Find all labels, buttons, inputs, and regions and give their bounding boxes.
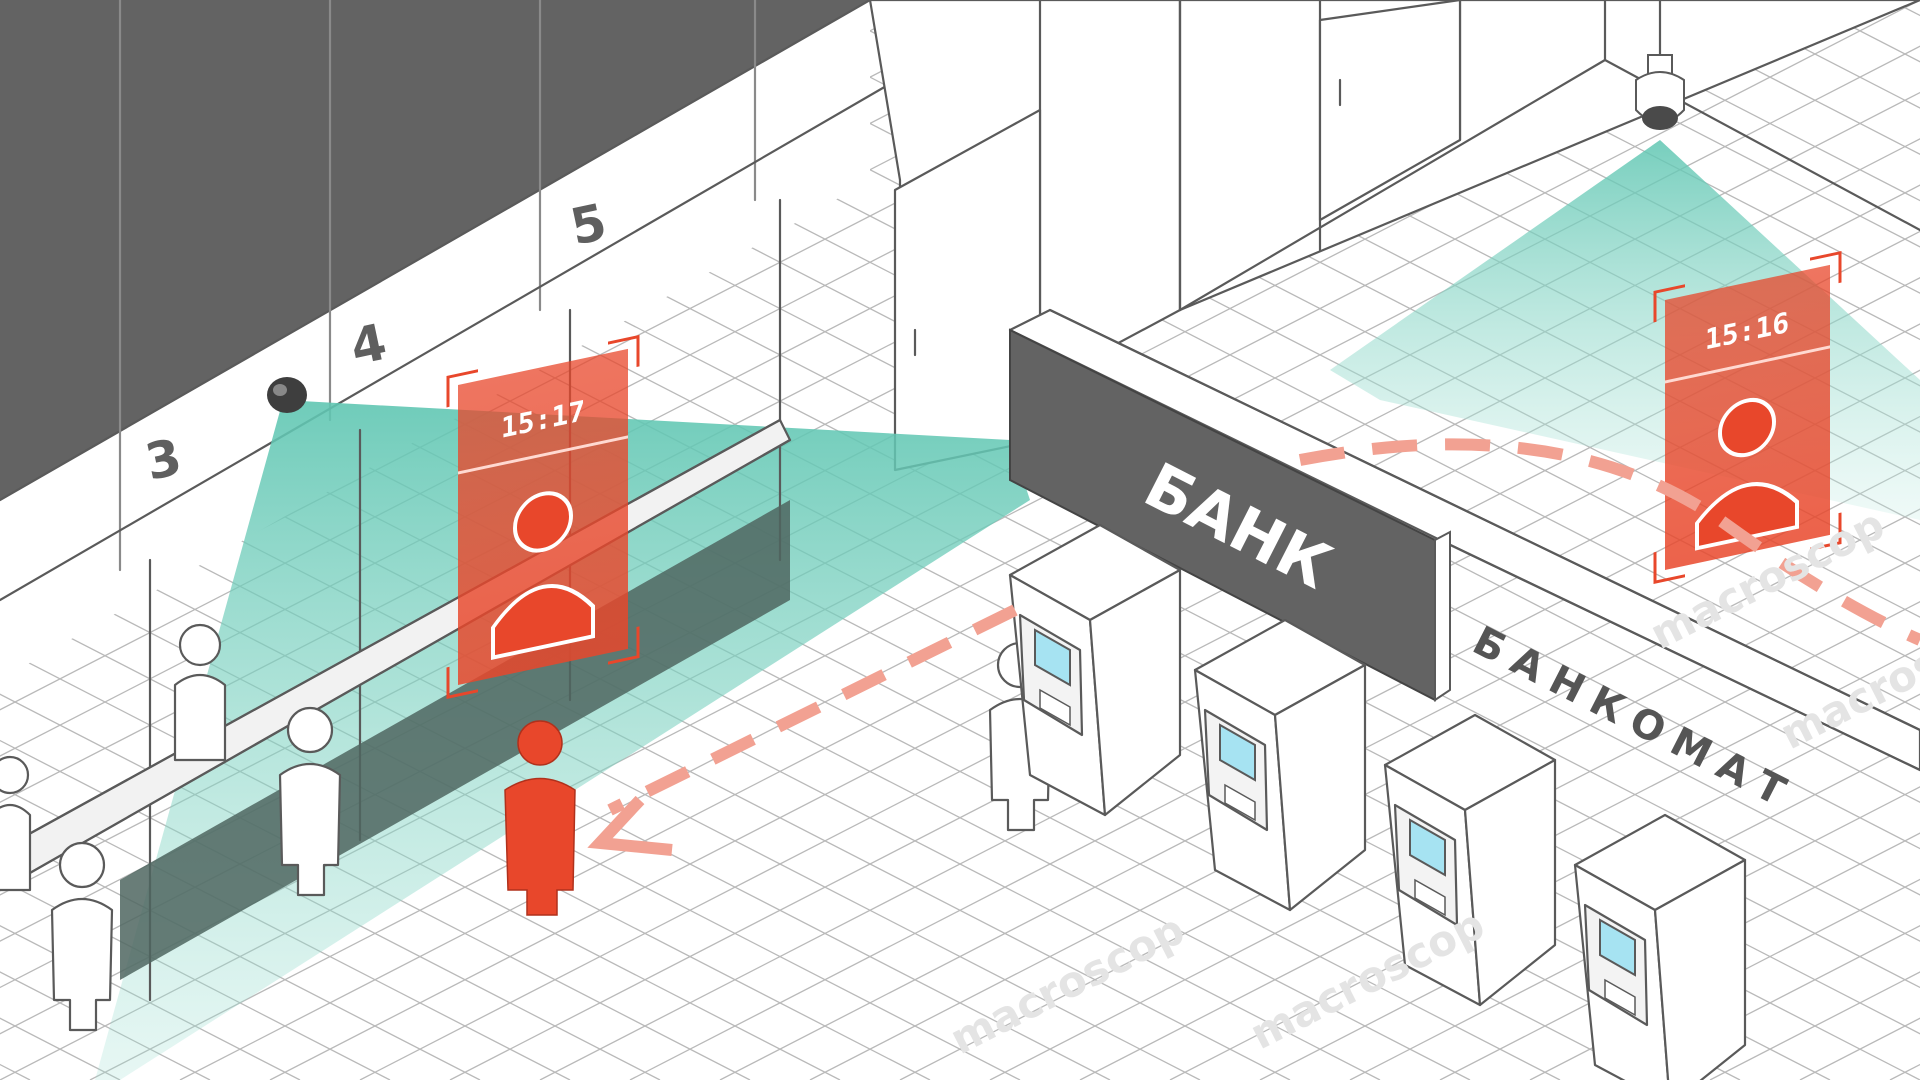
grid-line	[1529, 0, 1920, 202]
grid-line	[1439, 832, 1920, 1080]
atm-machine	[1383, 713, 1557, 1007]
grid-line	[539, 0, 1920, 711]
grid-line	[1439, 0, 1920, 248]
atm-wall	[1008, 308, 1920, 772]
atm-machine	[1008, 523, 1182, 817]
customer-figure	[0, 755, 32, 892]
grid-line	[989, 600, 1920, 1080]
grid-line	[1889, 0, 1920, 17]
grid-line	[899, 554, 1920, 1080]
person-icon	[1695, 397, 1799, 551]
grid-line	[1529, 878, 1920, 1080]
trajectory-path	[587, 438, 1920, 856]
customer-figure	[278, 706, 342, 897]
left-camera-icon	[267, 377, 307, 413]
atm-machine	[1573, 813, 1747, 1080]
atm-machine	[1193, 618, 1367, 912]
grid-line	[1889, 1063, 1920, 1080]
grid-line	[0, 647, 841, 1080]
tracked-person	[504, 720, 576, 916]
arrow-head-icon	[587, 795, 673, 856]
grid-line	[1169, 0, 1920, 387]
customer-figure	[50, 841, 114, 1032]
detection-frame-right: 15:16	[1653, 250, 1842, 584]
grid-line	[0, 878, 391, 1080]
counter-wall	[0, 0, 1002, 680]
atm-machines	[1008, 523, 1747, 1080]
grid-line	[0, 554, 1021, 1080]
customer-figure	[173, 623, 227, 762]
back-wall	[868, 0, 1920, 472]
person-icon	[491, 491, 595, 660]
grid-line	[0, 600, 931, 1080]
detection-frame-left: 15:17	[446, 334, 640, 699]
right-camera-icon	[1635, 0, 1685, 130]
